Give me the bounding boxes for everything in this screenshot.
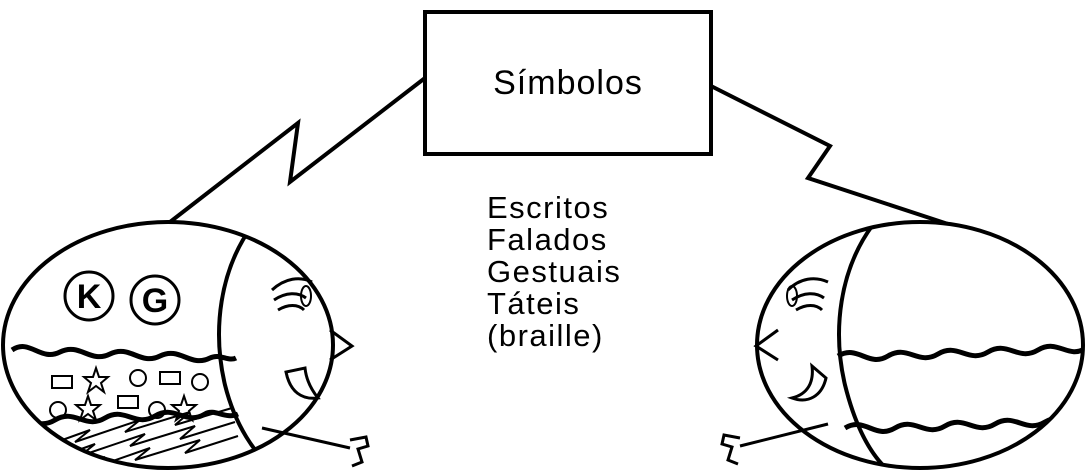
symbols-box bbox=[423, 10, 713, 156]
symbol-circle bbox=[191, 373, 209, 391]
symbol-type-gestural: Gestuais bbox=[487, 254, 622, 289]
left-head: K G bbox=[1, 220, 370, 470]
symbols-title: Símbolos bbox=[493, 63, 643, 102]
wavy-line-upper bbox=[10, 344, 238, 364]
left-eye bbox=[270, 277, 313, 312]
right-connector bbox=[710, 84, 949, 226]
symbol-circle bbox=[148, 401, 166, 419]
symbol-circle bbox=[129, 369, 147, 387]
symbol-star bbox=[73, 392, 103, 423]
symbol-types-list: Escritos Falados Gestuais Táteis (braill… bbox=[487, 192, 621, 352]
right-face-profile bbox=[837, 224, 892, 468]
right-hand-tool bbox=[720, 422, 829, 466]
letter-g: G bbox=[142, 282, 168, 320]
right-mouth bbox=[786, 362, 828, 402]
symbol-type-tactile: Táteis bbox=[487, 286, 581, 321]
symbol-rectangle bbox=[117, 395, 139, 409]
left-hand-tool bbox=[261, 426, 370, 468]
right-head bbox=[720, 220, 1085, 470]
symbol-circle bbox=[49, 401, 67, 419]
letter-g-circle bbox=[129, 274, 181, 326]
symbol-star bbox=[169, 392, 199, 423]
left-mouth bbox=[284, 366, 321, 400]
left-connector bbox=[168, 76, 427, 224]
wavy-line-lower bbox=[3, 409, 240, 427]
letter-k: K bbox=[77, 278, 102, 316]
symbol-type-written: Escritos bbox=[487, 190, 610, 225]
wavy-line-top bbox=[836, 343, 1083, 362]
symbol-star bbox=[81, 364, 111, 395]
left-nose bbox=[329, 328, 355, 362]
left-face-profile bbox=[217, 224, 277, 468]
letter-k-circle bbox=[63, 270, 115, 322]
symbol-type-spoken: Falados bbox=[487, 222, 608, 257]
right-eye bbox=[786, 277, 829, 312]
wavy-line-bottom bbox=[843, 415, 1083, 434]
symbol-rectangle bbox=[159, 371, 181, 385]
symbol-type-braille: (braille) bbox=[487, 318, 604, 353]
right-nose bbox=[753, 328, 779, 362]
symbol-rectangle bbox=[51, 375, 73, 389]
